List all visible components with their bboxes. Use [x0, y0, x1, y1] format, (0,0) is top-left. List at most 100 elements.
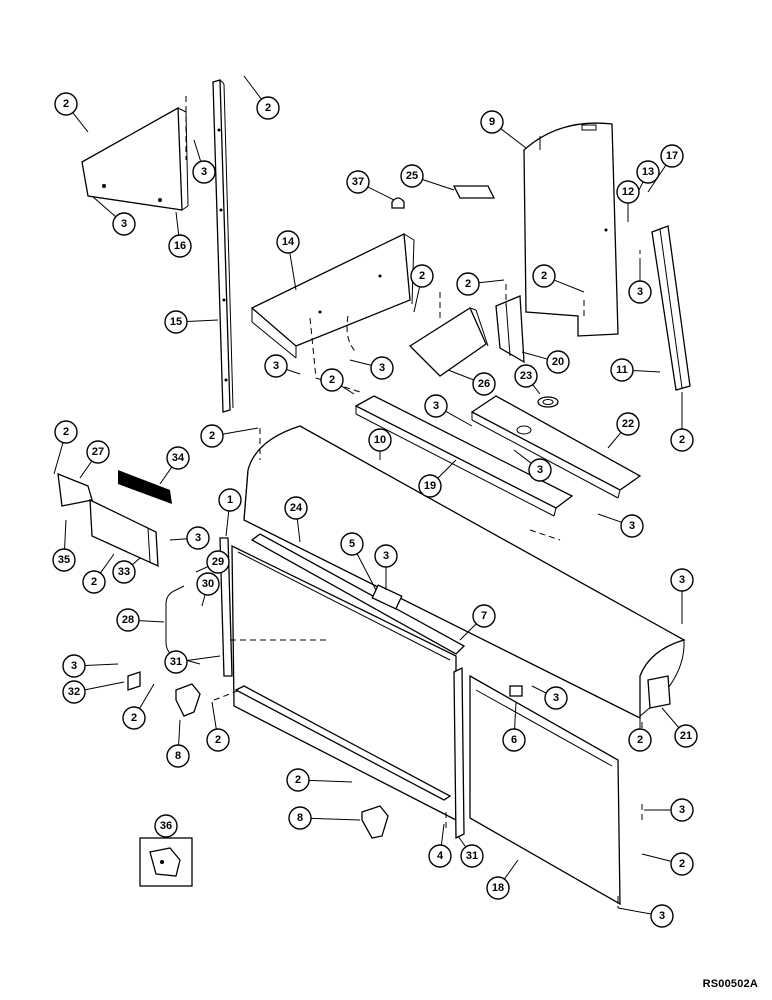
callout-3: 3 — [264, 354, 301, 378]
callout-13: 13 — [635, 160, 660, 197]
callout-34: 34 — [159, 446, 190, 485]
callout-31: 31 — [457, 835, 484, 868]
callout-33: 33 — [112, 557, 141, 584]
callout-27: 27 — [79, 440, 110, 479]
callout-number: 3 — [629, 520, 635, 532]
callout-number: 3 — [121, 218, 127, 230]
callout-bubble — [218, 488, 242, 512]
callout-number: 25 — [406, 170, 418, 182]
callout-leader-line — [521, 351, 548, 360]
callout-2: 2 — [286, 768, 353, 792]
callout-bubble — [610, 358, 634, 382]
callout-bubble — [670, 852, 694, 876]
callout-leader-line — [99, 553, 115, 574]
callout-leader-line — [310, 817, 361, 821]
callout-bubble — [650, 904, 674, 928]
callout-leader-line — [422, 179, 455, 191]
callout-leader-line — [617, 907, 652, 915]
callout-leader-line — [159, 466, 173, 485]
callout-number: 2 — [679, 858, 685, 870]
callout-leader-line — [243, 75, 262, 100]
part-9-side-shield — [523, 122, 619, 337]
callout-leader-line — [367, 186, 395, 201]
callout-bubble — [410, 264, 434, 288]
callout-number: 33 — [118, 566, 130, 578]
callout-bubble — [628, 728, 652, 752]
callout-leader-line — [597, 513, 622, 523]
callout-number: 3 — [383, 550, 389, 562]
callout-number: 3 — [679, 804, 685, 816]
callout-2: 2 — [53, 420, 78, 475]
callout-bubble — [670, 428, 694, 452]
callout-2: 2 — [320, 368, 355, 395]
part-drawings — [57, 79, 691, 908]
callout-number: 2 — [91, 576, 97, 588]
callout-bubble — [616, 412, 640, 436]
callout-leader-line — [447, 369, 474, 381]
callout-leader-line — [308, 779, 353, 783]
callout-20: 20 — [521, 350, 570, 374]
part-11-vertical-angle — [651, 225, 691, 391]
part-15-vertical-strip — [212, 79, 234, 413]
callout-bubble — [370, 356, 394, 380]
callout-bubble — [670, 568, 694, 592]
callout-19: 19 — [418, 459, 457, 498]
callout-leader-line — [341, 385, 355, 395]
callout-leader-line — [457, 835, 467, 848]
callout-number: 2 — [465, 278, 471, 290]
callout-leader-line — [356, 553, 377, 591]
part-27-bracket — [57, 472, 93, 507]
callout-31: 31 — [164, 650, 221, 674]
part-6-keeper — [509, 685, 523, 697]
callout-bubble — [122, 706, 146, 730]
callout-bubble — [164, 650, 188, 674]
callout-number: 23 — [520, 370, 532, 382]
callout-number: 31 — [170, 656, 182, 668]
callout-2: 2 — [206, 701, 230, 752]
callout-bubble — [62, 654, 86, 678]
callout-bubble — [424, 394, 448, 418]
callout-number: 21 — [680, 730, 692, 742]
callout-bubble — [472, 604, 496, 628]
callout-number: 3 — [659, 910, 665, 922]
callout-3: 3 — [169, 526, 210, 550]
callout-number: 14 — [282, 236, 295, 248]
callout-bubble — [54, 92, 78, 116]
callout-number: 2 — [215, 734, 221, 746]
callout-bubble — [674, 724, 698, 748]
callout-leader-line — [445, 410, 473, 427]
callout-bubble — [192, 160, 216, 184]
callout-leader-line — [186, 319, 219, 322]
callout-number: 2 — [209, 430, 215, 442]
callout-3: 3 — [617, 904, 674, 928]
callout-29: 29 — [195, 550, 230, 574]
callout-2: 2 — [82, 553, 115, 594]
callout-number: 15 — [170, 316, 182, 328]
callout-leader-line — [607, 432, 622, 449]
part-34-brush-seal — [118, 470, 172, 504]
callout-bubble — [346, 170, 370, 194]
callout-leader-line — [53, 442, 64, 475]
callout-leader-line — [554, 279, 585, 293]
callout-3: 3 — [192, 139, 216, 184]
part-21-bracket — [647, 675, 671, 709]
callout-bubble — [286, 768, 310, 792]
callout-bubble — [418, 474, 442, 498]
callout-number: 2 — [295, 774, 301, 786]
callout-leader-line — [186, 655, 221, 662]
callout-bubble — [276, 230, 300, 254]
callout-leader-line — [175, 211, 180, 236]
callout-leader-line — [513, 449, 532, 464]
callout-bubble — [206, 728, 230, 752]
callout-bubble — [164, 310, 188, 334]
callout-4: 4 — [428, 823, 452, 868]
callout-bubble — [288, 806, 312, 830]
callout-bubble — [636, 160, 660, 184]
callout-leader-line — [500, 128, 527, 149]
callout-2: 2 — [243, 75, 280, 120]
callout-6: 6 — [502, 701, 526, 752]
callout-bubble — [456, 272, 480, 296]
callout-8: 8 — [166, 719, 190, 768]
callout-3: 3 — [513, 449, 552, 482]
callout-leader-line — [349, 359, 372, 366]
